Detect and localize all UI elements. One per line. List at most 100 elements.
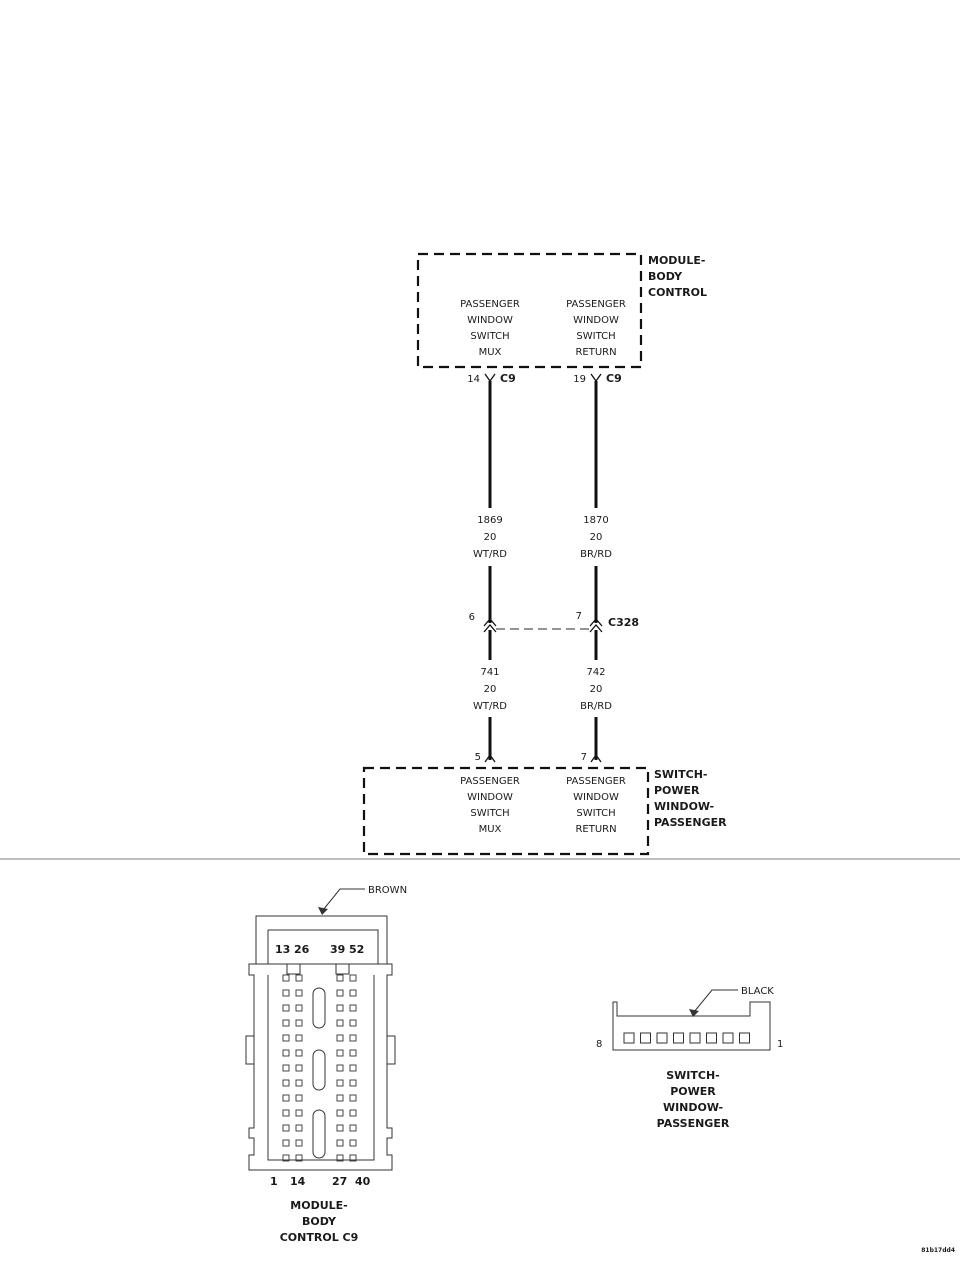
module-title-line-3: CONTROL — [648, 286, 707, 299]
c9-pin-cavity — [282, 1094, 290, 1102]
c9-pin-cavity — [295, 974, 303, 982]
c9-center-post-1 — [312, 987, 326, 1029]
wire-1870-circuit: 1870 — [583, 515, 608, 526]
c9-pin-cavity — [295, 1079, 303, 1087]
switch-pin-mux-line-4: MUX — [479, 824, 502, 835]
module-pin-return-line-1: PASSENGER — [566, 299, 626, 310]
c9-pin-cavity — [336, 1154, 344, 1162]
c9-pin-cavity — [336, 1124, 344, 1132]
c9-bottom-pin-14: 14 — [290, 1175, 306, 1188]
c9-pin-cavity — [295, 1064, 303, 1072]
c9-pin-cavity — [336, 1019, 344, 1027]
switch-conn-pin-cavity — [640, 1032, 651, 1044]
c9-pin-cavity — [336, 1139, 344, 1147]
switch-conn-pin-cavity — [739, 1032, 750, 1044]
module-pin-mux-line-4: MUX — [479, 347, 502, 358]
c9-pin-cavities — [282, 974, 357, 1162]
switch-pin-return-line-4: RETURN — [575, 824, 616, 835]
c328-label: C328 — [608, 616, 639, 629]
c9-pin-cavity — [295, 1139, 303, 1147]
c9-pin-cavity — [349, 1109, 357, 1117]
c9-pin-cavity — [349, 1154, 357, 1162]
c9-caption-line-3: CONTROL C9 — [280, 1231, 359, 1244]
c9-pin-cavity — [282, 1139, 290, 1147]
module-pin-mux-line-3: SWITCH — [470, 331, 509, 342]
c9-top-pin-26: 26 — [294, 943, 310, 956]
c9-pin-cavity — [349, 1034, 357, 1042]
switch-title-line-1: SWITCH- — [654, 768, 708, 781]
c9-pin-cavity — [336, 1049, 344, 1057]
c9-pin-cavity — [295, 989, 303, 997]
wire-741-color: WT/RD — [473, 701, 507, 712]
module-pin-mux-line-1: PASSENGER — [460, 299, 520, 310]
c9-pin-cavity — [282, 1019, 290, 1027]
c9-pin-cavity — [349, 1064, 357, 1072]
c9-bottom-pin-1: 1 — [270, 1175, 278, 1188]
switch-conn-pin-8: 8 — [596, 1039, 602, 1050]
c9-pin-cavity — [349, 1004, 357, 1012]
module-pin-return-line-2: WINDOW — [573, 315, 619, 326]
wire-742-circuit: 742 — [586, 667, 605, 678]
c9-pin-cavity — [282, 1124, 290, 1132]
wire-742-color: BR/RD — [580, 701, 612, 712]
c9-pin-cavity — [349, 1124, 357, 1132]
switch-conn-pin-cavity — [689, 1032, 701, 1044]
switch-pin-return-line-2: WINDOW — [573, 792, 619, 803]
c9-center-post-3 — [312, 1109, 326, 1159]
wire-1869-circuit: 1869 — [477, 515, 502, 526]
c9-pin-cavity — [295, 1094, 303, 1102]
c9-pin-cavity — [295, 1154, 303, 1162]
module-c9-pin14-symbol — [484, 373, 496, 383]
module-pin-return-line-3: SWITCH — [576, 331, 615, 342]
module-body-control: MODULE- BODY CONTROL PASSENGER WINDOW SW… — [416, 252, 707, 369]
c9-bottom-pin-27: 27 — [332, 1175, 347, 1188]
c9-pin-cavity — [349, 1079, 357, 1087]
switch-conn-cavities — [623, 1032, 750, 1044]
c9-pin-cavity — [282, 1049, 290, 1057]
c328-pin6-symbol-inner — [483, 624, 497, 633]
c9-pin-cavity — [336, 1079, 344, 1087]
c9-pin-cavity — [336, 1034, 344, 1042]
module-pin-mux-line-2: WINDOW — [467, 315, 513, 326]
c9-pin-cavity — [295, 1049, 303, 1057]
module-c9-left-label: C9 — [500, 372, 516, 385]
switch-title-line-3: WINDOW- — [654, 800, 714, 813]
module-title-line-2: BODY — [648, 270, 683, 283]
wire-1870-color: BR/RD — [580, 549, 612, 560]
switch-conn-pin-cavity — [722, 1032, 734, 1044]
wire-1870-gauge: 20 — [590, 532, 603, 543]
module-title-line-1: MODULE- — [648, 254, 705, 267]
c9-top-pin-13: 13 — [275, 943, 290, 956]
c9-top-pin-52: 52 — [349, 943, 364, 956]
c328-pin-7-label: 7 — [576, 611, 582, 622]
c9-pin-cavity — [349, 1049, 357, 1057]
c9-key-left — [286, 964, 301, 975]
c9-color-label: BROWN — [368, 885, 407, 896]
switch-pin-7-label: 7 — [581, 752, 587, 763]
switch-conn-caption-line-2: POWER — [670, 1085, 716, 1098]
module-pin-19-label: 19 — [573, 374, 586, 385]
c9-pin-cavity — [282, 1034, 290, 1042]
switch-pin5-symbol — [484, 753, 496, 763]
c9-pin-cavity — [295, 1004, 303, 1012]
c9-side-latch-left — [245, 1035, 255, 1065]
c9-pin-cavity — [336, 989, 344, 997]
c9-side-latch-right — [386, 1035, 396, 1065]
c9-pin-cavity — [282, 1064, 290, 1072]
module-pin-return-line-4: RETURN — [575, 347, 616, 358]
switch-conn-color-label: BLACK — [741, 986, 774, 997]
switch-power-window-passenger: SWITCH- POWER WINDOW- PASSENGER PASSENGE… — [362, 766, 727, 856]
c328-pin7-symbol — [589, 618, 603, 627]
switch-conn-pin-cavity — [673, 1032, 684, 1044]
c9-pin-cavity — [349, 974, 357, 982]
c9-pin-cavity — [295, 1109, 303, 1117]
c9-color-leader — [322, 888, 365, 911]
c328-pin-6-label: 6 — [469, 612, 475, 623]
c9-pin-cavity — [336, 1094, 344, 1102]
c9-caption-line-1: MODULE- — [290, 1199, 347, 1212]
switch-pin-mux-line-1: PASSENGER — [460, 776, 520, 787]
switch-outline — [362, 766, 650, 856]
switch-pin-return-line-3: SWITCH — [576, 808, 615, 819]
